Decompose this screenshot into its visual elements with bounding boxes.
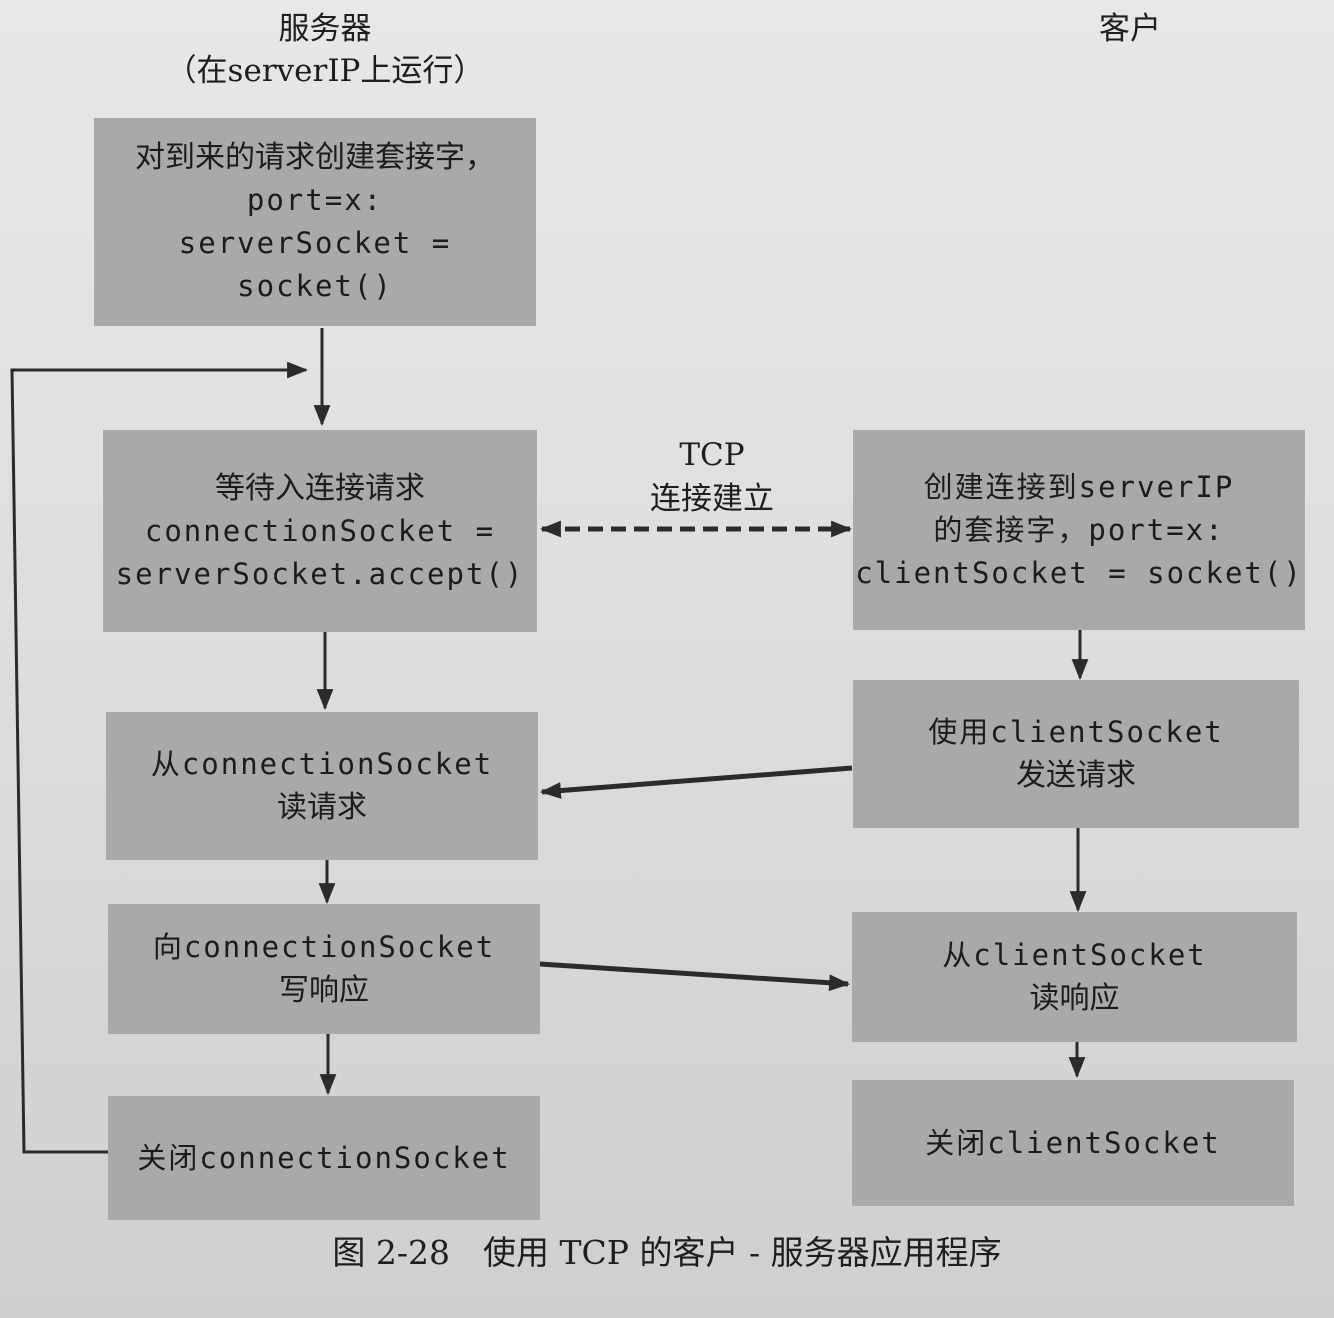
client-send-line2: 发送请求 <box>1016 758 1136 793</box>
server-read-line1: 从connectionSocket <box>150 747 494 781</box>
server-title: 服务器 <box>278 11 372 47</box>
arrow-loop-back <box>10 361 309 1154</box>
server-read-request-box: 从connectionSocket 读请求 <box>106 712 538 860</box>
server-wait-line3: serverSocket.accept() <box>115 556 525 591</box>
server-write-line2: 写响应 <box>279 973 369 1008</box>
server-create-socket-box: 对到来的请求创建套接字， port=x: serverSocket = sock… <box>94 118 536 326</box>
client-close-socket-box: 关闭clientSocket <box>852 1080 1294 1206</box>
tcp-label-line2: 连接建立 <box>650 481 774 517</box>
client-create-connection-box: 创建连接到serverIP 的套接字，port=x: clientSocket … <box>853 430 1305 630</box>
server-write-response-box: 向connectionSocket 写响应 <box>108 904 540 1034</box>
server-create-line1: 对到来的请求创建套接字， <box>135 140 495 175</box>
client-create-line1: 创建连接到serverIP <box>923 469 1235 504</box>
server-write-line1: 向connectionSocket <box>152 930 496 964</box>
arrow-send-request <box>539 765 853 799</box>
client-read-response-box: 从clientSocket 读响应 <box>852 912 1297 1042</box>
arrow-send-response <box>539 961 851 992</box>
tcp-label-line1: TCP <box>679 437 745 473</box>
server-wait-line1: 等待入连接请求 <box>215 470 425 506</box>
client-create-line2: 的套接字，port=x: <box>933 512 1225 547</box>
server-column-header: 服务器 （在serverIP上运行） <box>160 8 490 92</box>
figure-caption: 图 2-28 使用 TCP 的客户 - 服务器应用程序 <box>332 1233 1002 1272</box>
server-create-line2: port=x: <box>246 183 384 217</box>
client-create-line3: clientSocket = socket() <box>855 555 1303 590</box>
client-column-header: 客户 <box>1050 8 1210 50</box>
client-title: 客户 <box>1099 11 1161 47</box>
server-wait-line2: connectionSocket = <box>144 513 496 548</box>
client-read-line2: 读响应 <box>1029 981 1120 1016</box>
server-subtitle: （在serverIP上运行） <box>165 53 485 89</box>
server-read-line2: 读请求 <box>277 790 367 825</box>
client-send-line1: 使用clientSocket <box>928 715 1224 749</box>
client-send-request-box: 使用clientSocket 发送请求 <box>853 680 1299 828</box>
server-close-line1: 关闭connectionSocket <box>137 1140 511 1175</box>
server-create-line3: serverSocket = <box>178 226 452 260</box>
client-close-line1: 关闭clientSocket <box>925 1125 1221 1160</box>
server-wait-connection-box: 等待入连接请求 connectionSocket = serverSocket.… <box>103 430 537 632</box>
client-read-line1: 从clientSocket <box>942 938 1207 972</box>
server-create-line4: socket() <box>237 269 393 303</box>
tcp-connection-label: TCP 连接建立 <box>612 433 812 521</box>
server-close-socket-box: 关闭connectionSocket <box>108 1096 540 1220</box>
